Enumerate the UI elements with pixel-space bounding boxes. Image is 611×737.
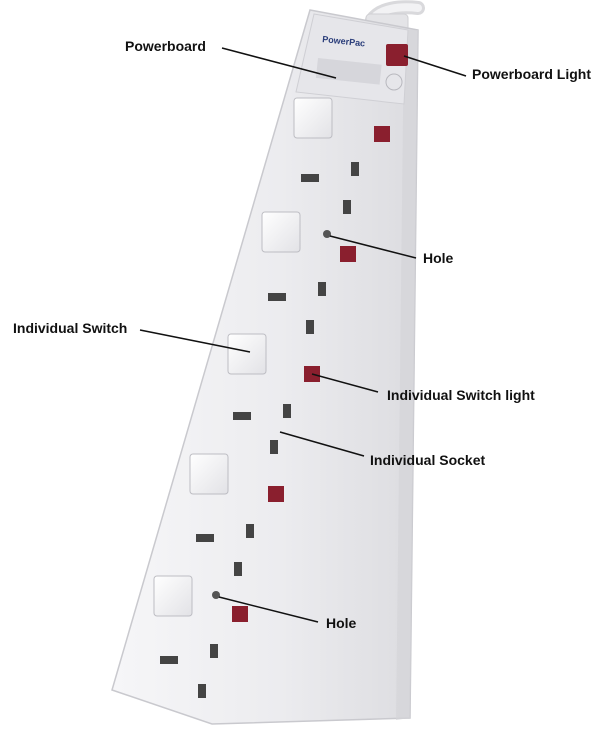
label-hole-upper: Hole <box>423 250 454 266</box>
outlet-4 <box>189 453 284 576</box>
powerboard-light <box>386 44 408 66</box>
socket-slot-neutral-5 <box>198 684 206 698</box>
rating-label <box>315 58 382 85</box>
socket-slot-live-4 <box>196 534 214 542</box>
individual-switch-2[interactable] <box>261 211 301 253</box>
socket-slot-live-3 <box>233 412 251 420</box>
outlet-1 <box>293 97 390 214</box>
socket-slot-live-5 <box>160 656 178 664</box>
socket-slot-neutral-3 <box>270 440 278 454</box>
label-individual-socket: Individual Socket <box>370 452 486 468</box>
individual-switch-light-4 <box>268 486 284 502</box>
leader-powerboard-light <box>403 55 467 77</box>
outlet-5 <box>153 575 248 698</box>
individual-switch-1[interactable] <box>293 97 333 139</box>
brand-logo: PowerPac <box>322 34 366 48</box>
label-individual-switch: Individual Switch <box>13 320 128 336</box>
label-powerboard: Powerboard <box>125 38 206 54</box>
powerboard-top-panel <box>295 13 409 105</box>
individual-switch-light-5 <box>232 606 248 622</box>
leader-individual-switch <box>139 329 251 353</box>
socket-slot-earth-2 <box>318 282 326 296</box>
socket-slot-neutral-2 <box>306 320 314 334</box>
socket-slot-earth-3 <box>283 404 291 418</box>
leader-hole-lower <box>218 596 319 623</box>
label-individual-switch-light: Individual Switch light <box>387 387 535 403</box>
certification-mark <box>385 73 403 91</box>
outlet-2 <box>261 211 356 334</box>
individual-switch-3[interactable] <box>227 333 267 375</box>
individual-switch-5[interactable] <box>153 575 193 617</box>
label-powerboard-light: Powerboard Light <box>472 66 591 82</box>
outlet-3 <box>227 333 320 454</box>
individual-switch-light-2 <box>340 246 356 262</box>
leader-lines <box>139 47 467 623</box>
socket-slot-live-1 <box>301 174 319 182</box>
socket-slot-neutral-1 <box>343 200 351 214</box>
leader-hole-upper <box>329 235 417 259</box>
socket-slot-earth-4 <box>246 524 254 538</box>
label-hole-lower: Hole <box>326 615 357 631</box>
individual-switch-4[interactable] <box>189 453 229 495</box>
hole-lower <box>212 591 220 599</box>
leader-powerboard <box>221 47 337 79</box>
individual-switch-light-1 <box>374 126 390 142</box>
hole-upper <box>323 230 331 238</box>
socket-slot-live-2 <box>268 293 286 301</box>
socket-slot-neutral-4 <box>234 562 242 576</box>
leader-individual-socket <box>279 431 365 457</box>
leader-switch-light <box>311 373 379 393</box>
socket-slot-earth-5 <box>210 644 218 658</box>
socket-slot-earth-1 <box>351 162 359 176</box>
